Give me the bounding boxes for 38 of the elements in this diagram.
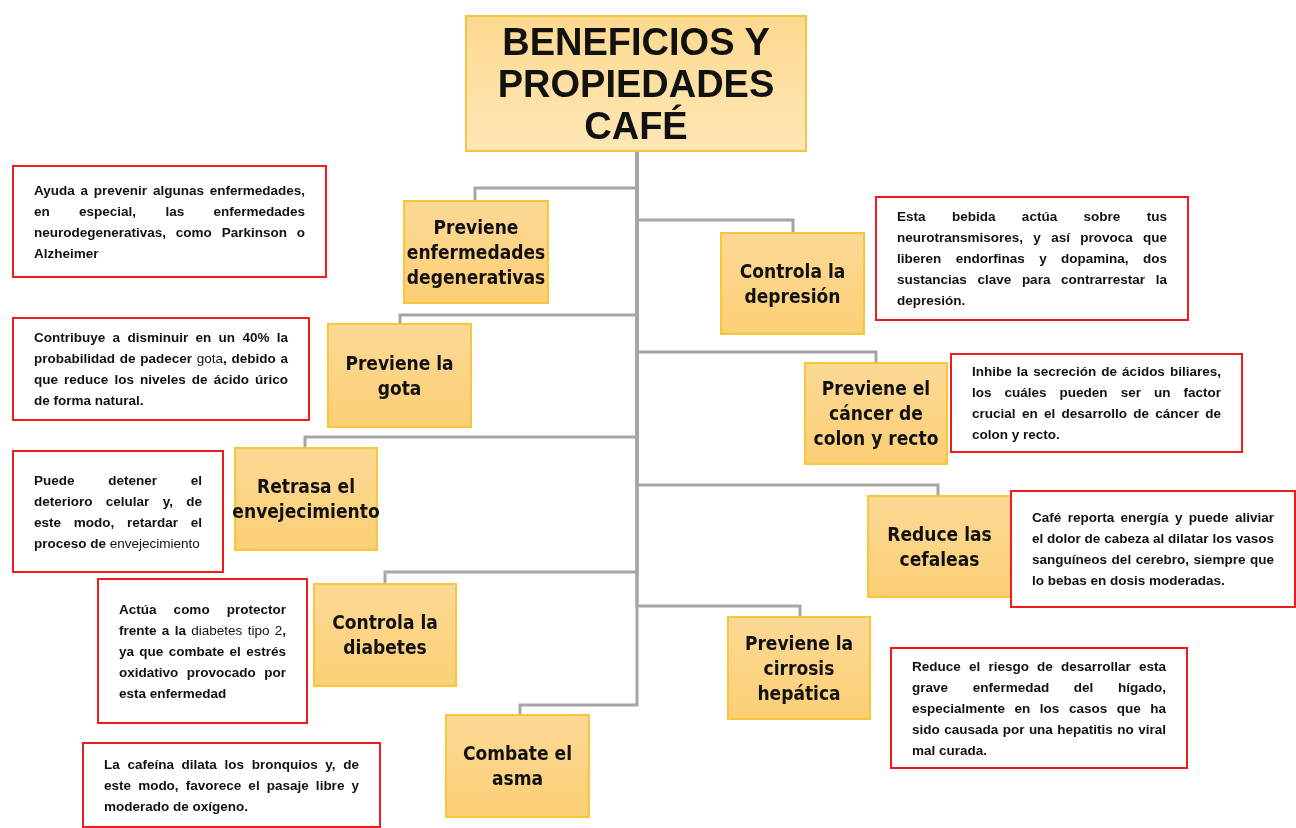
description-text: Café reporta energía y puede aliviar el dolor de cabeza al dilatar los vasos sanguíneos del cerebro, siempre que lo bebas en dosis moderadas. bbox=[1032, 509, 1274, 590]
title-text: BENEFICIOS Y PROPIEDADES CAFÉ bbox=[496, 20, 776, 147]
benefit-text: Combate el asma bbox=[461, 741, 573, 791]
description-box bbox=[12, 317, 310, 421]
description-box bbox=[82, 742, 381, 828]
description-box bbox=[97, 578, 308, 724]
benefit-box bbox=[804, 362, 948, 465]
description-text: Puede detener el deterioro celular y, de este modo, retardar el proceso de envejecimiento bbox=[34, 471, 202, 553]
description-text: Ayuda a prevenir algunas enfermedades, en especial, las enfermedades neurodegenerativas, como Parkinson o Alzheimer bbox=[34, 181, 305, 263]
benefit-text: Previene la cirrosis hepática bbox=[743, 630, 855, 706]
description-text: La cafeína dilata los bronquios y, de este modo, favorece el pasaje libre y moderado de oxígeno. bbox=[104, 755, 359, 816]
benefit-text: Controla la depresión bbox=[738, 258, 847, 309]
benefit-box bbox=[727, 616, 871, 720]
description-box bbox=[1010, 490, 1296, 608]
description-box bbox=[875, 196, 1189, 321]
benefit-text: Previene el cáncer de colon y recto bbox=[812, 376, 940, 451]
benefit-box bbox=[234, 447, 378, 551]
benefit-text: Reduce las cefaleas bbox=[886, 521, 993, 572]
benefit-text: Previene enfermedades degenerativas bbox=[406, 214, 546, 290]
description-text: Inhibe la secreción de ácidos biliares, los cuáles pueden ser un factor crucial en el desarrollo de cáncer de colon y recto. bbox=[972, 363, 1221, 444]
description-text: Contribuye a disminuir en un 40% la probabilidad de padecer gota, debido a que reduce los niveles de ácido úrico de forma natural. bbox=[34, 329, 288, 410]
title-box bbox=[465, 15, 807, 152]
benefit-text: Previene la gota bbox=[344, 350, 455, 401]
description-text: Actúa como protector frente a la diabetes tipo 2, ya que combate el estrés oxidativo provocado por esta enfermedad bbox=[119, 600, 286, 703]
description-box bbox=[890, 647, 1188, 769]
benefit-box bbox=[867, 495, 1012, 598]
description-box bbox=[12, 450, 224, 573]
description-box bbox=[950, 353, 1243, 453]
benefit-text: Retrasa el envejecimiento bbox=[232, 474, 380, 524]
benefit-box bbox=[403, 200, 549, 304]
description-text: Esta bebida actúa sobre tus neurotransmisores, y así provoca que liberen endorfinas y dopamina, dos sustancias clave para contrarrestar la depresión. bbox=[897, 208, 1167, 310]
benefit-box bbox=[720, 232, 865, 335]
benefit-box bbox=[313, 583, 457, 687]
benefit-box bbox=[327, 323, 472, 428]
benefit-box bbox=[445, 714, 590, 818]
description-text: Reduce el riesgo de desarrollar esta grave enfermedad del hígado, especialmente en los casos que ha sido causada por una hepatitis no viral mal curada. bbox=[912, 657, 1166, 760]
benefit-text: Controla la diabetes bbox=[331, 610, 439, 660]
description-box bbox=[12, 165, 327, 278]
